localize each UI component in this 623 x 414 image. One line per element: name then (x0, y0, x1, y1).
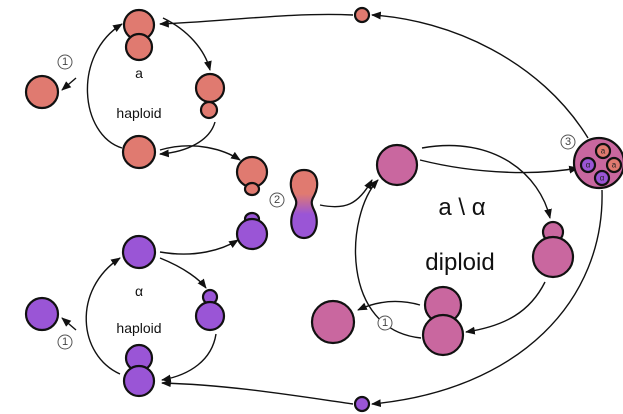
sporulation-stage: a a α α 3 (159, 6, 623, 413)
alpha-ploidy-label: haploid (116, 320, 161, 336)
diploid-daughter-arrow (357, 300, 421, 311)
alpha-haploid-cell-top (121, 234, 157, 270)
ascus-spore-4-label: α (600, 174, 605, 183)
step-badge-budding-diploid: 1 (377, 315, 393, 331)
ascus-spore-3 (579, 156, 597, 174)
alpha-cycle-arrow-right-bottom (161, 333, 217, 383)
a-daughter-cell (24, 74, 60, 110)
a-shmoo-cell (235, 155, 269, 197)
diploid-budding-cell-bottom (421, 285, 465, 357)
diploid-cycle: a \ α diploid 1 (310, 143, 575, 357)
step-badge-sporulation: 3 (560, 134, 576, 150)
svg-text:1: 1 (62, 56, 68, 68)
mating-arrow-from-alpha (159, 239, 239, 255)
alpha-haploid-cycle: α haploid 1 (24, 234, 226, 398)
a-cycle-arrow-right-bottom (159, 121, 216, 158)
sporulation-arrow (419, 159, 579, 174)
diploid-cycle-arrow-bottom-top (354, 179, 422, 339)
alpha-daughter-arrow (61, 317, 77, 331)
a-cycle-arrow-top-right (162, 17, 212, 71)
svg-text:3: 3 (565, 136, 571, 148)
mating-arrow-from-a (159, 145, 241, 161)
step-badge-mating: 2 (269, 192, 285, 208)
a-budding-cell-top (122, 8, 156, 62)
svg-text:1: 1 (382, 317, 388, 329)
svg-text:2: 2 (274, 194, 280, 206)
alpha-budding-cell-bottom (122, 343, 156, 398)
diploid-cycle-arrow-top-right (421, 144, 552, 219)
ascus-spore-4 (593, 169, 611, 187)
svg-text:1: 1 (62, 336, 68, 348)
step-badge-budding-alpha: 1 (57, 334, 73, 350)
ascus-spore-1-label: a (601, 147, 606, 156)
a-mating-type-label: a (135, 65, 143, 81)
ascus-spore-2 (605, 156, 623, 174)
a-budding-cell-right (194, 72, 226, 120)
a-cycle-arrow-bottom-top (86, 23, 123, 149)
alpha-shmoo-cell (235, 211, 269, 251)
diploid-mating-type-label: a \ α (438, 194, 485, 221)
zygote-to-diploid-arrow (319, 179, 373, 208)
diploid-cell-top (375, 143, 419, 187)
alpha-budding-cell-right (194, 288, 226, 332)
ascus-to-a-spore-arrow (371, 11, 589, 139)
diploid-cycle-arrow-right-bottom (465, 281, 546, 335)
alpha-spore (353, 395, 371, 413)
ascus-spore-1 (594, 142, 612, 160)
alpha-mating-type-label: α (135, 283, 143, 299)
ascus-to-alpha-spore-arrow (371, 189, 603, 408)
diploid-ploidy-label: diploid (425, 249, 494, 276)
a-spore (353, 6, 371, 24)
a-ploidy-label: haploid (116, 105, 161, 121)
diploid-daughter-cell (310, 299, 356, 345)
mating-stage: 2 (159, 145, 373, 255)
a-haploid-cycle: a haploid 1 (24, 8, 226, 170)
a-haploid-cell-bottom (121, 134, 157, 170)
a-daughter-arrow (61, 77, 77, 91)
alpha-cycle-arrow-top-right (159, 257, 207, 289)
step-badge-budding-a: 1 (57, 54, 73, 70)
zygote-cell (289, 168, 319, 240)
diploid-budding-cell-right (531, 220, 575, 279)
ascus: a a α α (572, 136, 623, 190)
alpha-daughter-cell (24, 296, 60, 332)
ascus-spore-2-label: a (612, 161, 617, 170)
ascus-spore-3-label: α (586, 161, 591, 170)
alpha-spore-to-haploid-arrow (161, 379, 354, 405)
alpha-cycle-arrow-bottom-top (85, 257, 121, 375)
a-spore-to-haploid-arrow (159, 13, 354, 28)
